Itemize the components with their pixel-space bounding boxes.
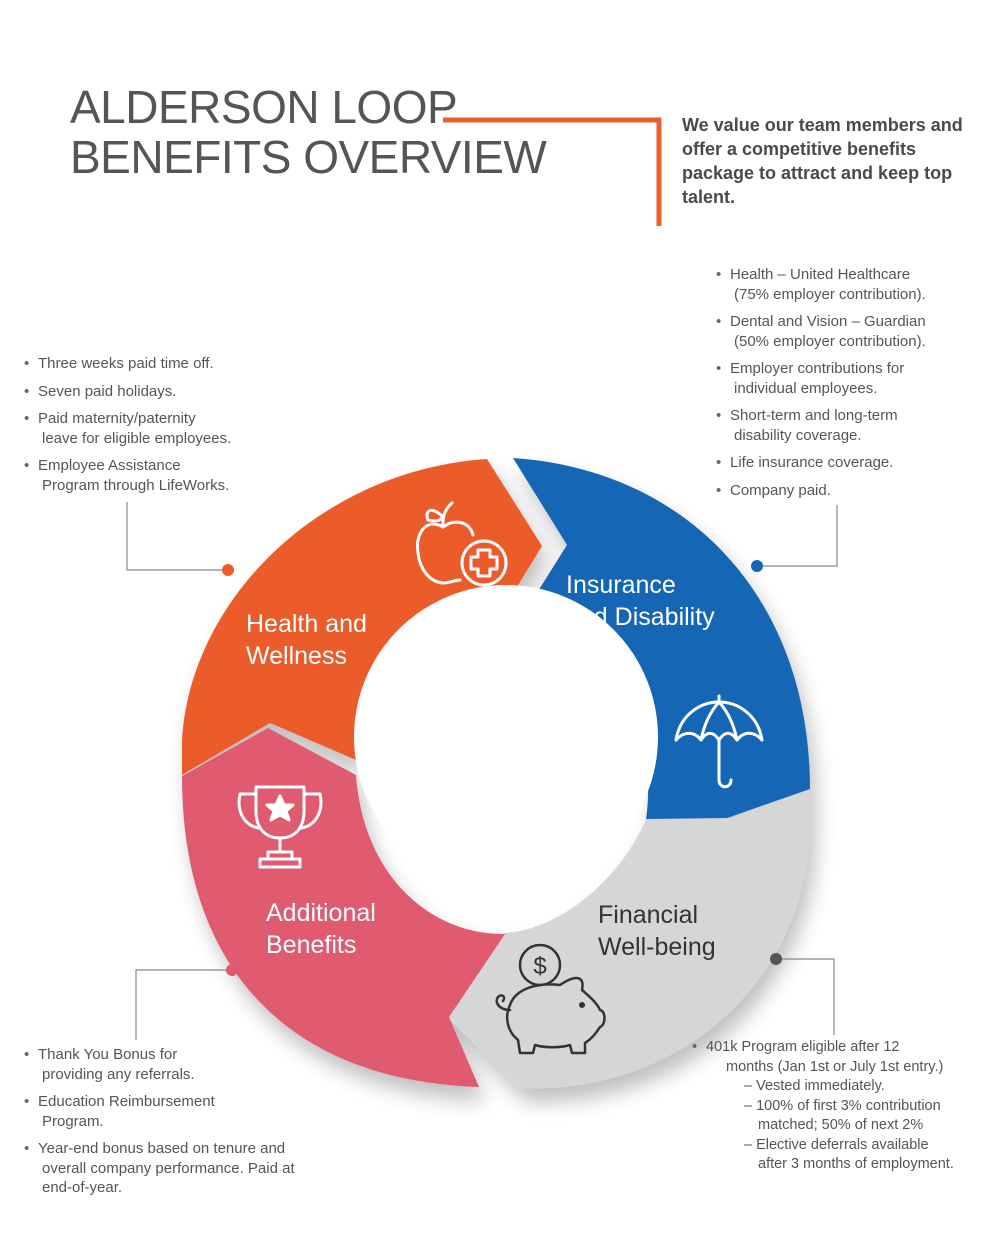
insurance-benefits-list: Health – United Healthcare (75% employer …: [716, 265, 996, 508]
list-item-line: Short-term and long-term: [730, 407, 898, 424]
insurance-label-line-1: Insurance: [566, 571, 676, 599]
financial-label-line-2: Well-being: [598, 933, 716, 961]
list-item-line: 401k Program eligible after 12: [706, 1039, 900, 1055]
health-benefits-list: Three weeks paid time off. Seven paid hol…: [24, 354, 284, 503]
financial-sub-list: – Vested immediately. – 100% of first 3% …: [706, 1077, 992, 1175]
insurance-label-line-2: and Disability: [566, 603, 715, 631]
insurance-label: Insurance and Disability: [566, 571, 715, 631]
additional-label-line-1: Additional: [266, 899, 376, 927]
health-connector: [126, 502, 228, 571]
list-item: Health – United Healthcare (75% employer …: [716, 265, 996, 304]
list-item-line: Program.: [42, 1112, 104, 1130]
list-item-line: Paid maternity/paternity: [38, 410, 196, 427]
insurance-connector: [757, 505, 838, 567]
list-item: Company paid.: [716, 481, 996, 501]
sub-list-item-line: – Vested immediately.: [744, 1078, 885, 1094]
health-label-line-1: Health and: [246, 610, 367, 638]
segment-additional-benefits: [182, 728, 505, 1087]
connector-lines: [126, 502, 838, 1040]
list-item: Life insurance coverage.: [716, 453, 996, 473]
list-item-line: Employee Assistance: [38, 457, 181, 474]
financial-connector-dot: [770, 953, 782, 965]
sub-list-item-line: matched; 50% of next 2%: [758, 1117, 924, 1133]
page-title: ALDERSON LOOP BENEFITS OVERVIEW: [70, 81, 547, 183]
list-item-line: overall company performance. Paid at: [42, 1159, 295, 1177]
sub-list-item: – 100% of first 3% contribution matched; …: [744, 1097, 992, 1136]
piggy-bank-icon: $: [495, 943, 606, 1055]
list-item-line: Thank You Bonus for: [38, 1046, 178, 1063]
list-item-line: Life insurance coverage.: [730, 454, 894, 471]
sub-list-item: – Elective deferrals available after 3 mo…: [744, 1136, 992, 1175]
list-item: Year-end bonus based on tenure and overal…: [24, 1139, 324, 1198]
segment-health-and-wellness: [182, 459, 542, 775]
list-item-line: Dental and Vision – Guardian: [730, 313, 926, 330]
list-item: Three weeks paid time off.: [24, 354, 284, 374]
apple-plus-icon: [415, 501, 508, 587]
segment-financial-well-being: [448, 788, 810, 1089]
sub-list-item-line: – 100% of first 3% contribution: [744, 1097, 941, 1114]
financial-label: Financial Well-being: [598, 901, 716, 961]
health-label-line-2: Wellness: [246, 642, 347, 670]
list-item: Employer contributions for individual emp…: [716, 359, 996, 398]
list-item-line: (50% employer contribution).: [734, 332, 926, 350]
list-item-line: Education Reimbursement: [38, 1093, 215, 1110]
additional-benefits-list: Thank You Bonus for providing any referra…: [24, 1045, 324, 1206]
list-item-line: Year-end bonus based on tenure and: [38, 1140, 286, 1157]
list-item-line: Seven paid holidays.: [38, 382, 177, 400]
list-item-line: Three weeks paid time off.: [38, 355, 214, 372]
list-item: Thank You Bonus for providing any referra…: [24, 1045, 324, 1084]
list-item: 401k Program eligible after 12 months (Ja…: [692, 1038, 992, 1175]
title-line-1: ALDERSON LOOP: [70, 81, 458, 133]
additional-label-line-2: Benefits: [266, 931, 356, 959]
financial-benefits-list: 401k Program eligible after 12 months (Ja…: [692, 1038, 992, 1183]
list-item-line: providing any referrals.: [42, 1065, 195, 1083]
additional-label: Additional Benefits: [266, 899, 383, 959]
list-item-line: leave for eligible employees.: [42, 429, 232, 447]
title-line-2: BENEFITS OVERVIEW: [70, 131, 547, 183]
insurance-connector-dot: [751, 560, 763, 572]
list-item: Short-term and long-term disability cover…: [716, 406, 996, 445]
list-item: Paid maternity/paternity leave for eligib…: [24, 409, 284, 448]
list-item-line: individual employees.: [734, 379, 878, 397]
cycle-center: [354, 585, 658, 889]
list-item-line: (75% employer contribution).: [734, 285, 926, 303]
health-connector-dot: [222, 564, 234, 576]
list-item-line: end-of-year.: [42, 1179, 123, 1196]
list-item: Seven paid holidays.: [24, 382, 284, 402]
list-item-line: months (Jan 1st or July 1st entry.): [726, 1058, 944, 1075]
list-item-line: Health – United Healthcare: [730, 266, 911, 283]
umbrella-icon: [674, 694, 764, 789]
additional-connector: [135, 969, 232, 1040]
financial-label-line-1: Financial: [598, 901, 698, 929]
tagline: We value our team members and offer a co…: [682, 115, 963, 207]
header-accent-line: [443, 117, 662, 226]
financial-connector: [776, 958, 835, 1035]
sub-list-item-line: after 3 months of employment.: [758, 1156, 954, 1172]
sub-list-item-line: – Elective deferrals available: [744, 1136, 929, 1153]
additional-connector-dot: [226, 964, 238, 976]
list-item: Dental and Vision – Guardian (50% employe…: [716, 312, 996, 351]
sub-list-item: – Vested immediately.: [744, 1077, 992, 1097]
trophy-icon: [237, 785, 323, 869]
list-item-line: Company paid.: [730, 481, 831, 499]
list-item-line: Program through LifeWorks.: [42, 476, 230, 494]
list-item-line: Employer contributions for: [730, 360, 905, 377]
list-item-line: disability coverage.: [734, 426, 862, 444]
coin-dollar-symbol: $: [533, 953, 546, 980]
health-label: Health and Wellness: [246, 610, 374, 670]
